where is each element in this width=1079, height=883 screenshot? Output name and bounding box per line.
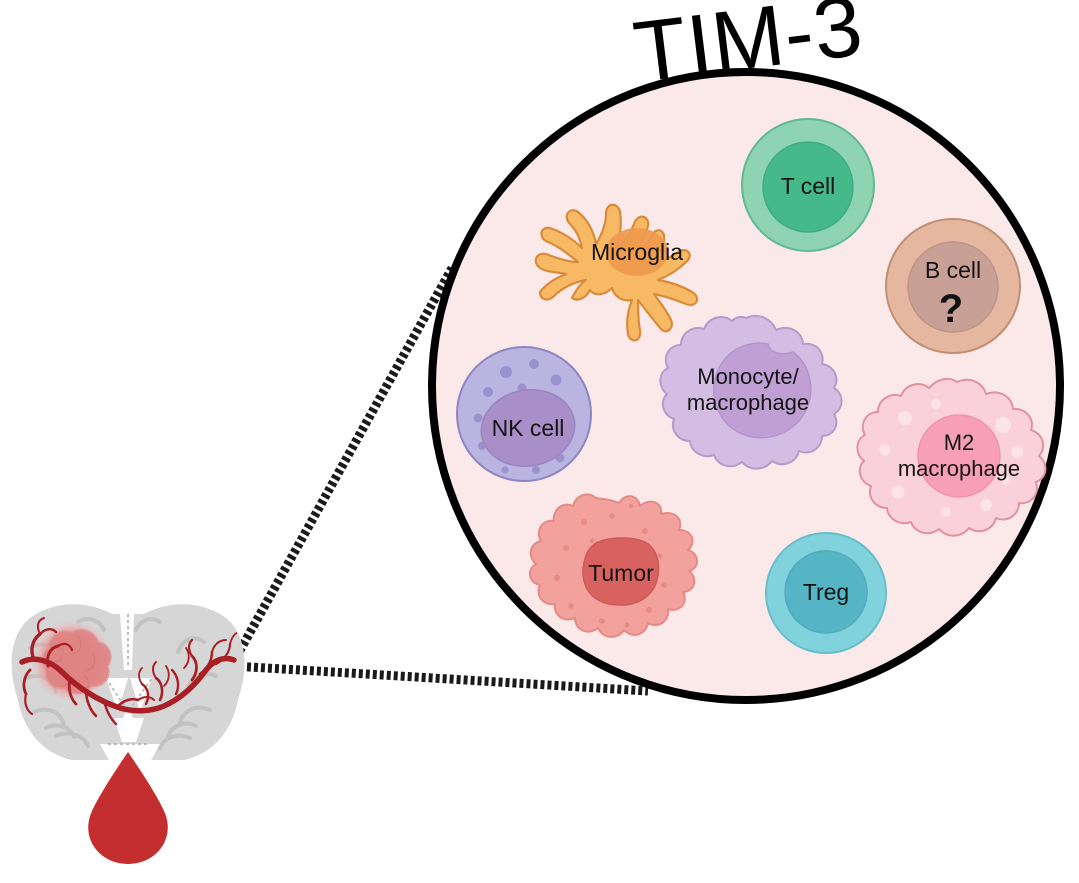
cell-treg: Treg: [765, 532, 887, 654]
m2-macrophage-nucleus: [917, 414, 1001, 498]
tumor-speckles: [554, 503, 667, 628]
cell-b-cell: B cell ?: [885, 218, 1021, 354]
tumor-nucleus: [582, 537, 660, 606]
upper-dotted-leader: [229, 265, 456, 666]
brain-vasculature: [19, 617, 241, 726]
cell-nk-cell: NK cell: [456, 346, 592, 482]
magnification-leaders: [229, 265, 649, 696]
lower-dotted-leader: [232, 661, 649, 696]
cell-t-cell: T cell: [741, 118, 875, 252]
microglia-nucleus: [606, 228, 668, 276]
coronal-brain-section: [11, 604, 245, 762]
blood-drop: [88, 752, 168, 864]
t-cell-nucleus: [762, 141, 854, 233]
treg-nucleus: [784, 550, 868, 634]
brain-midline-dashes: [105, 614, 153, 745]
cell-m2-macrophage: M2 macrophage: [856, 377, 1047, 537]
monocyte-nucleus: [713, 342, 812, 439]
b-cell-question-mark: ?: [939, 287, 963, 331]
b-cell-nucleus: [907, 241, 999, 333]
nk-cell-nucleus: [480, 388, 576, 468]
nk-cell-granules: [473, 359, 572, 474]
